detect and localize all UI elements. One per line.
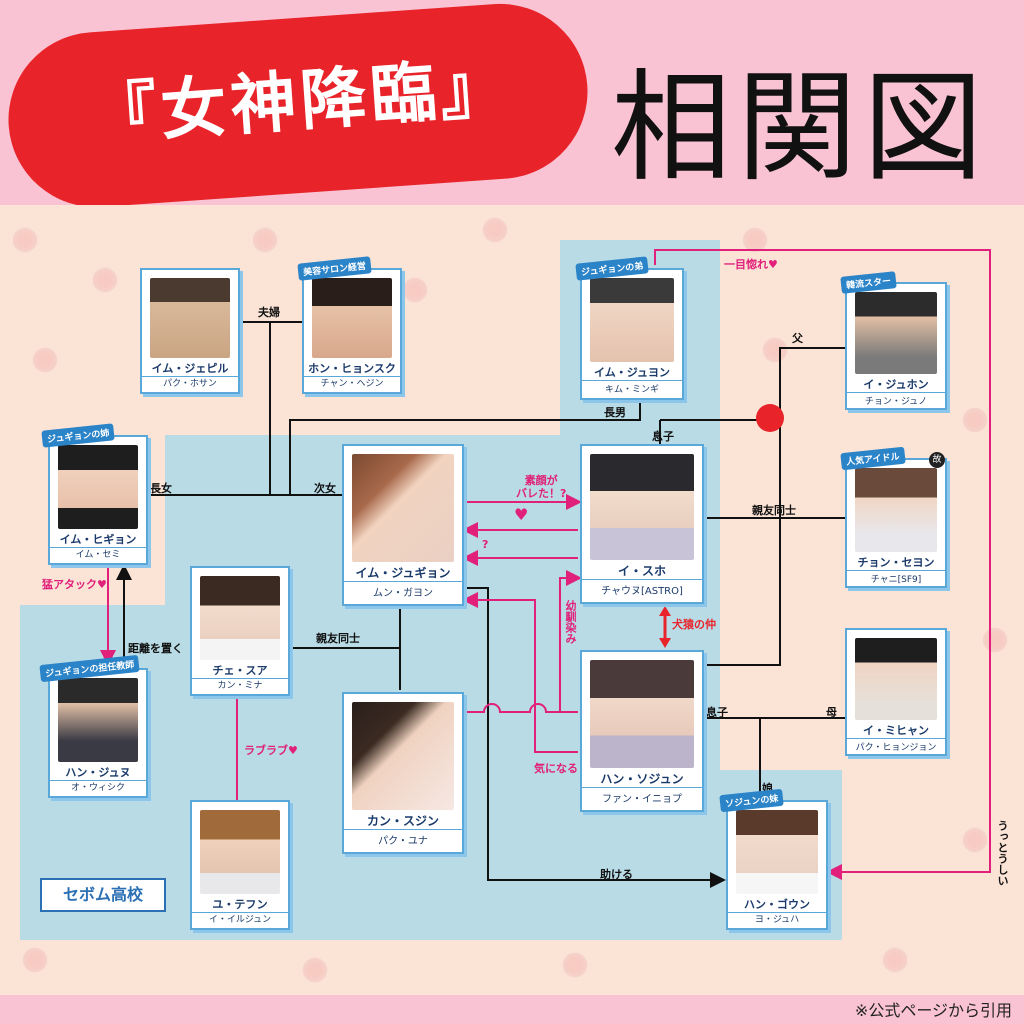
deceased-mark: 故 (929, 452, 945, 468)
label-annoying: うっとうしい (996, 820, 1009, 886)
label-first-sight: 一目惚れ♥ (724, 258, 778, 271)
portrait-junwoo (58, 678, 138, 762)
portrait-taehoon (200, 810, 280, 894)
card-taehoon: ユ・テフン イ・イルジュン (190, 800, 290, 930)
portrait-mihyang (855, 638, 937, 720)
label-exposed: 素顔が バレた！? (516, 474, 567, 500)
card-heekyung: ジュギョンの姉 イム・ヒギョン イム・セミ (41, 423, 148, 565)
portrait-jukyung-brother (590, 278, 674, 362)
character-name: イ・ミヒャン (847, 722, 945, 739)
actor-name: パク・ユナ (378, 836, 428, 847)
actor-name: カン・ミナ (217, 681, 263, 691)
diagram-subtitle: 相関図 (611, 59, 989, 198)
label-curious: 気になる (534, 762, 578, 775)
label-couple: 夫婦 (258, 306, 280, 319)
card-jukyung: イム・ジュギョン ムン・ガヨン (342, 444, 464, 606)
portrait-sujin (352, 702, 454, 810)
label-son-1: 息子 (652, 430, 674, 443)
character-name: イム・ジュギョン (344, 564, 462, 582)
portrait-sehyeon (855, 468, 937, 552)
label-daughter: 娘 (762, 782, 773, 795)
portrait-sua (200, 576, 280, 660)
actor-name: イム・セミ (75, 550, 121, 560)
portrait-suho (590, 454, 694, 560)
label-second-daughter: 次女 (314, 482, 336, 495)
actor-name: チョン・ジュノ (864, 397, 928, 407)
actor-name: ヨ・ジュハ (754, 915, 800, 925)
card-junwoo: ジュギョンの担任教師 ハン・ジュヌ オ・ウィシク (39, 654, 148, 798)
label-best-friends-2: 親友同士 (316, 632, 360, 645)
label-question: ? (482, 538, 489, 551)
character-name: イム・ジェピル (142, 360, 238, 377)
portrait-goeun (736, 810, 818, 894)
header-band: 『女神降臨』 相関図 (0, 0, 1024, 214)
label-eldest-daughter: 長女 (150, 482, 172, 495)
actor-name: ムン・ガヨン (373, 588, 433, 599)
portrait-jukyung (352, 454, 454, 562)
card-goeun: ソジュンの妹 ハン・ゴウン ヨ・ジュハ (719, 788, 828, 930)
actor-name: キム・ミンギ (604, 385, 659, 395)
portrait-jaepil (150, 278, 230, 358)
actor-name: パク・ホサン (163, 379, 217, 389)
label-attack: 猛アタック♥ (42, 578, 107, 591)
character-name: ハン・ソジュン (582, 770, 702, 788)
card-jaepil: イム・ジェピル パク・ホサン (140, 268, 240, 394)
character-name: イ・ジュホン (847, 376, 945, 393)
character-name: カン・スジン (344, 812, 462, 830)
character-name: イ・スホ (582, 562, 702, 580)
card-sua: チェ・スア カン・ミナ (190, 566, 290, 696)
card-seojun: ハン・ソジュン ファン・イニョプ (580, 650, 704, 812)
card-heejin: 美容サロン経営 ホン・ヒョンスク チャン・ヘジン (297, 256, 402, 394)
actor-name: チャン・ヘジン (320, 379, 384, 389)
card-joonwoo: 韓流スター イ・ジュホン チョン・ジュノ (840, 271, 947, 410)
character-name: イム・ヒギョン (50, 531, 146, 548)
character-name: ハン・ジュヌ (50, 764, 146, 781)
label-best-friends-1: 親友同士 (752, 504, 796, 517)
citation-text: ※公式ページから引用 (854, 1001, 1012, 1020)
actor-name: パク・ヒョンジョン (855, 743, 937, 753)
actor-name: オ・ウィシク (70, 783, 125, 793)
label-eldest-son: 長男 (604, 406, 626, 419)
character-name: チェ・スア (192, 662, 288, 679)
label-father: 父 (792, 332, 803, 345)
character-name: イム・ジュヨン (582, 364, 682, 381)
label-help: 助ける (600, 868, 633, 881)
card-mihyang: イ・ミヒャン パク・ヒョンジョン (845, 628, 947, 756)
portrait-heekyung (58, 445, 138, 529)
card-jukyung-brother: ジュギョンの弟 イム・ジュヨン キム・ミンギ (575, 256, 684, 400)
label-lovey: ラブラブ♥ (244, 744, 298, 757)
card-sujin: カン・スジン パク・ユナ (342, 692, 464, 854)
label-distance: 距離を置く (128, 642, 183, 655)
character-name: チョン・セヨン (847, 554, 945, 571)
label-heart: ♥ (514, 505, 529, 524)
actor-name: チャニ[SF9] (870, 575, 922, 585)
school-label: セボム高校 (40, 878, 166, 912)
card-sehyeon: 人気アイドル 故 チョン・セヨン チャニ[SF9] (840, 446, 947, 588)
character-name: ホン・ヒョンスク (304, 360, 400, 377)
footer-band: ※公式ページから引用 (0, 995, 1024, 1024)
character-name: ハン・ゴウン (728, 896, 826, 913)
portrait-heejin (312, 278, 392, 358)
portrait-joonwoo (855, 292, 937, 374)
label-childhood: 幼馴染み (564, 600, 577, 644)
card-suho: イ・スホ チャウヌ[ASTRO] (580, 444, 704, 604)
label-son-2: 息子 (706, 706, 728, 719)
actor-name: チャウヌ[ASTRO] (601, 586, 683, 597)
character-name: ユ・テフン (192, 896, 288, 913)
portrait-seojun (590, 660, 694, 768)
label-mother: 母 (826, 706, 837, 719)
actor-name: ファン・イニョプ (602, 794, 682, 805)
actor-name: イ・イルジュン (208, 915, 272, 925)
label-rivals: 犬猿の仲 (672, 618, 716, 631)
